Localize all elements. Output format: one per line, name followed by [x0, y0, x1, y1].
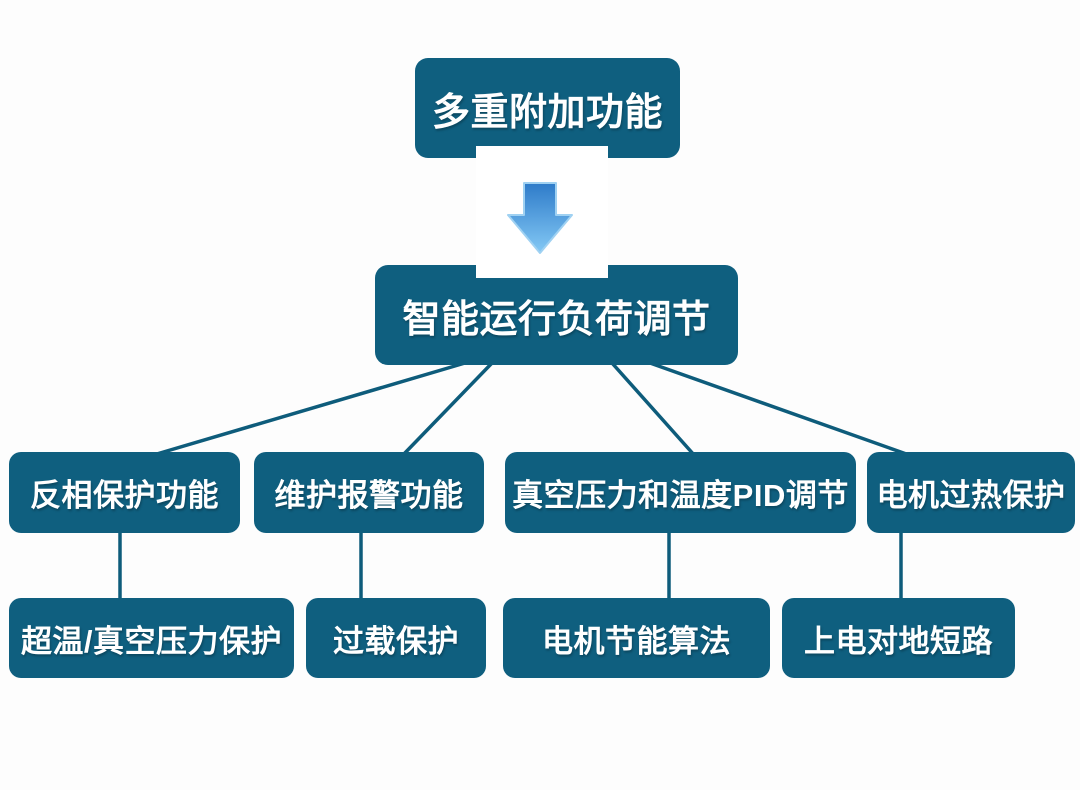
node-root: 多重附加功能	[415, 58, 680, 158]
branch-node-reverse-phase-protection: 反相保护功能	[9, 452, 240, 533]
node-hub: 智能运行负荷调节	[375, 265, 738, 365]
connector-hub-branch-2	[610, 361, 697, 458]
leaf-node-power-on-ground-short: 上电对地短路	[782, 598, 1015, 678]
leaf-node-overload-protection: 过载保护	[306, 598, 486, 678]
branch-node-motor-overheat-protection: 电机过热保护	[867, 452, 1075, 533]
connector-hub-branch-1	[400, 361, 494, 458]
connector-hub-branch-3	[648, 361, 914, 458]
branch-node-vacuum-pressure-pid: 真空压力和温度PID调节	[505, 452, 856, 533]
leaf-node-overtemp-vacuum-protection: 超温/真空压力保护	[9, 598, 294, 678]
branch-node-maintenance-alarm: 维护报警功能	[254, 452, 484, 533]
leaf-node-motor-energy-saving: 电机节能算法	[503, 598, 770, 678]
down-arrow-icon	[507, 182, 573, 254]
connector-hub-branch-0	[148, 361, 467, 458]
